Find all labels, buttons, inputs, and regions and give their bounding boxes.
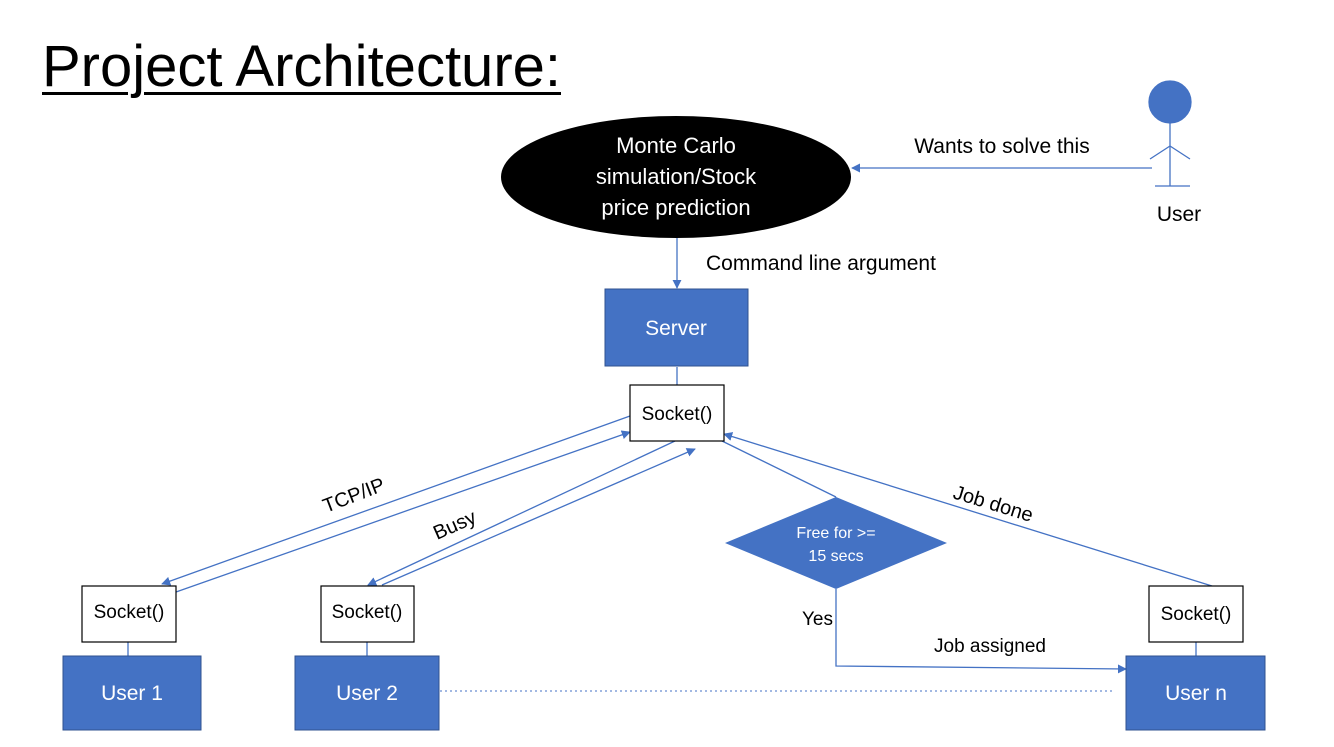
- busy-edge-back: [381, 448, 696, 586]
- user1-label: User 1: [101, 682, 163, 705]
- tcpip-edge-label: TCP/IP: [320, 474, 388, 518]
- user-actor-icon: [1148, 80, 1192, 187]
- user2-socket-node: Socket(): [320, 585, 415, 643]
- wants-edge-label: Wants to solve this: [914, 135, 1089, 158]
- job-done-edge-label: Job done: [951, 482, 1036, 527]
- yes-edge-label: Yes: [802, 609, 833, 630]
- problem-text-line3: price prediction: [601, 195, 750, 220]
- page-title: Project Architecture:: [42, 34, 561, 99]
- tcpip-edge-out: [161, 415, 631, 586]
- problem-text-line1: Monte Carlo: [616, 133, 736, 158]
- server-label: Server: [645, 317, 707, 340]
- usern-label: User n: [1165, 682, 1227, 705]
- usern-node: User n: [1125, 655, 1266, 731]
- tcpip-edge-back: [175, 430, 631, 593]
- busy-edge-out: [367, 440, 676, 586]
- user2-node: User 2: [294, 655, 440, 731]
- usern-socket-node: Socket(): [1148, 585, 1244, 643]
- user2-label: User 2: [336, 682, 398, 705]
- problem-text-line2: simulation/Stock: [596, 164, 757, 189]
- server-socket-node: Socket(): [629, 384, 725, 442]
- job-done-edge: [723, 432, 1213, 587]
- decision-edge: [721, 440, 837, 498]
- problem-node: Monte Carlo simulation/Stock price predi…: [501, 116, 851, 238]
- decision-node: Free for >= 15 secs: [725, 497, 947, 589]
- decision-text-line2: 15 secs: [808, 548, 863, 565]
- busy-edge-label: Busy: [430, 506, 480, 544]
- job-assigned-edge: [835, 589, 1127, 674]
- server-node: Server: [604, 288, 749, 367]
- decision-text-line1: Free for >=: [796, 525, 875, 542]
- user1-socket-label: Socket(): [94, 602, 165, 623]
- server-socket-label: Socket(): [642, 404, 713, 425]
- user1-socket-node: Socket(): [81, 585, 177, 643]
- user2-socket-label: Socket(): [332, 602, 403, 623]
- actor-label: User: [1157, 203, 1201, 226]
- job-assigned-edge-label: Job assigned: [934, 636, 1046, 657]
- user1-node: User 1: [62, 655, 202, 731]
- cmd-edge-label: Command line argument: [706, 252, 936, 275]
- usern-socket-label: Socket(): [1161, 604, 1232, 625]
